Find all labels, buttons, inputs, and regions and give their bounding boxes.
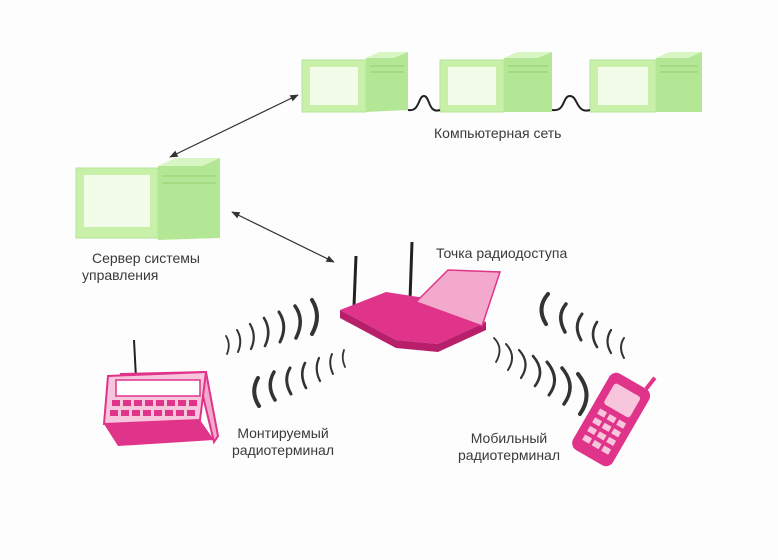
mobile-phone-device <box>572 372 657 467</box>
arrow-server-access-point <box>231 211 335 263</box>
network-label: Компьютерная сеть <box>434 125 562 141</box>
access-point-label: Точка радиодоступа <box>436 245 568 261</box>
mounted-terminal-device <box>102 339 220 446</box>
mobile-terminal-label-line1: Мобильный <box>470 430 548 446</box>
server-label: Сервер системы управления <box>66 250 226 284</box>
server-label-line1: Сервер системы <box>92 250 200 266</box>
radio-waves-mobile-terminal <box>493 337 589 416</box>
mobile-terminal-label-line2: радиотерминал <box>458 447 560 463</box>
mounted-terminal-label-line2: радиотерминал <box>232 442 334 458</box>
server-computer <box>75 158 220 240</box>
network-computer-3 <box>589 52 702 113</box>
server-label-line2: управления <box>82 267 159 283</box>
mounted-terminal-label: Монтируемый радиотерминал <box>218 425 348 459</box>
network-cable-1 <box>407 94 441 112</box>
network-computer-1 <box>301 52 408 113</box>
mounted-terminal-label-line1: Монтируемый <box>237 425 329 441</box>
network-cable-2 <box>551 94 591 112</box>
network-computer-2 <box>439 52 552 113</box>
arrow-server-network <box>169 94 299 158</box>
radio-waves-access-point-left <box>225 298 319 355</box>
radio-waves-mounted-terminal <box>252 349 346 408</box>
radio-waves-access-point-right <box>539 292 625 359</box>
mobile-terminal-label: Мобильный радиотерминал <box>446 430 572 464</box>
access-point-device <box>340 241 502 352</box>
